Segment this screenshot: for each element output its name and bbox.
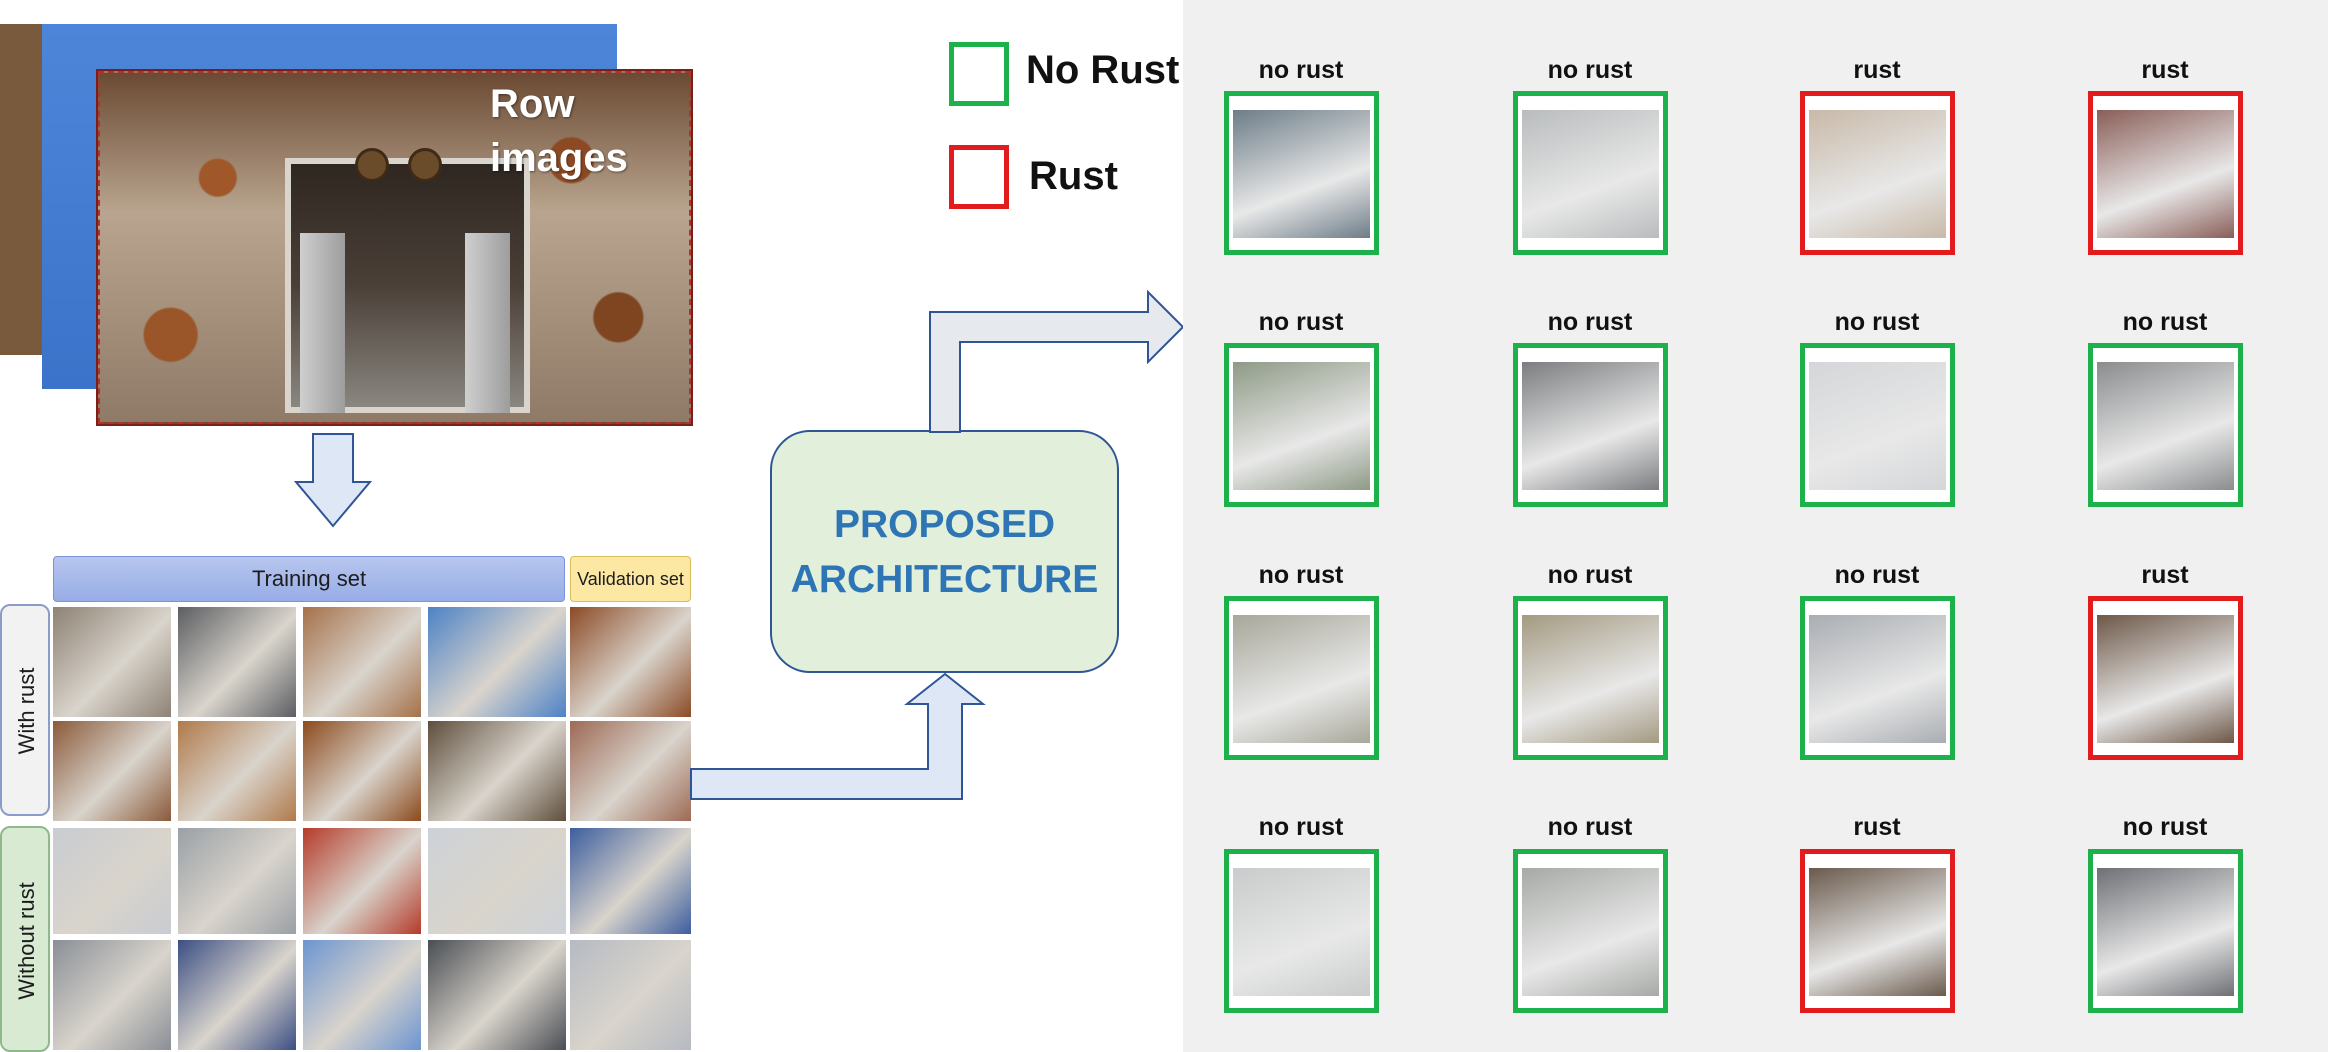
bolt [355, 148, 389, 182]
result-label: no rust [1834, 561, 1920, 589]
dataset-thumbnail [570, 940, 691, 1050]
result-image [1800, 849, 1955, 1013]
raw-image-back-top [0, 0, 520, 24]
raw-images-label-line1: Row [490, 82, 575, 126]
result-label: no rust [1547, 813, 1633, 841]
without-rust-side-label: Without rust [0, 826, 50, 1052]
dataset-thumbnail [178, 828, 296, 934]
dataset-thumbnail [303, 721, 421, 821]
result-image-content [1233, 110, 1370, 238]
result-image [1224, 849, 1379, 1013]
result-image-content [1233, 868, 1370, 996]
dataset-thumbnail [428, 940, 566, 1050]
raw-image-front: Row images [96, 69, 693, 426]
dataset-thumbnail [53, 721, 171, 821]
result-image-content [1233, 362, 1370, 490]
legend-no-rust-label: No Rust [1026, 48, 1180, 92]
raw-images-label: Row images [490, 77, 628, 185]
result-image-content [1809, 615, 1946, 743]
dataset-thumbnail [53, 607, 171, 717]
result-image-content [2097, 362, 2234, 490]
dataset-thumbnail [178, 940, 296, 1050]
result-image-content [1809, 110, 1946, 238]
dataset-thumbnail [178, 721, 296, 821]
architecture-line1: PROPOSED [833, 502, 1056, 546]
steel-plate-right [465, 233, 510, 413]
result-image-content [2097, 110, 2234, 238]
result-image-content [1522, 362, 1659, 490]
with-rust-label: With rust [14, 667, 39, 755]
dataset-thumbnail [570, 828, 691, 934]
training-set-header: Training set [53, 556, 565, 602]
dataset-thumbnail [303, 828, 421, 934]
result-label: rust [2141, 561, 2189, 589]
result-image [1800, 596, 1955, 760]
architecture-line2: ARCHITECTURE [790, 557, 1099, 601]
result-label: no rust [2122, 308, 2208, 336]
bolt [408, 148, 442, 182]
result-image [1513, 849, 1668, 1013]
dataset-thumbnail [178, 607, 296, 717]
dataset-thumbnail [53, 828, 171, 934]
steel-plate-left [300, 233, 345, 413]
result-image-content [1233, 615, 1370, 743]
dataset-thumbnail [303, 607, 421, 717]
result-image [2088, 596, 2243, 760]
result-image [1224, 596, 1379, 760]
architecture-to-results-arrow [928, 290, 1188, 435]
result-image-content [1522, 615, 1659, 743]
result-label: no rust [1258, 308, 1344, 336]
result-image-content [1809, 362, 1946, 490]
legend-rust-label: Rust [1029, 154, 1118, 198]
validation-set-label: Validation set [577, 568, 684, 589]
result-image-content [1809, 868, 1946, 996]
result-image [2088, 91, 2243, 255]
result-label: no rust [1258, 561, 1344, 589]
result-label: no rust [1258, 813, 1344, 841]
dataset-thumbnail [570, 721, 691, 821]
result-image [2088, 849, 2243, 1013]
dataset-to-architecture-arrow [690, 672, 990, 832]
dataset-thumbnail [428, 607, 566, 717]
result-image-content [2097, 615, 2234, 743]
result-image [1513, 91, 1668, 255]
result-label: no rust [1547, 56, 1633, 84]
dataset-thumbnail [570, 607, 691, 717]
validation-set-header: Validation set [570, 556, 691, 602]
result-image [1224, 343, 1379, 507]
result-label: no rust [1547, 308, 1633, 336]
result-image [1800, 91, 1955, 255]
raw-images-label-line2: images [490, 136, 628, 180]
result-image-content [1522, 110, 1659, 238]
proposed-architecture-box: PROPOSED ARCHITECTURE [770, 430, 1119, 673]
training-set-label: Training set [251, 566, 367, 591]
result-label: no rust [1547, 561, 1633, 589]
dataset-thumbnail [428, 828, 566, 934]
result-image-content [2097, 868, 2234, 996]
result-label: no rust [1258, 56, 1344, 84]
dataset-thumbnail [303, 940, 421, 1050]
result-image [2088, 343, 2243, 507]
result-label: rust [2141, 56, 2189, 84]
result-label: no rust [2122, 813, 2208, 841]
legend-rust-swatch [949, 145, 1009, 209]
dataset-thumbnail [428, 721, 566, 821]
with-rust-side-label: With rust [0, 604, 50, 816]
result-image [1513, 596, 1668, 760]
legend-no-rust-swatch [949, 42, 1009, 106]
result-label: rust [1853, 813, 1901, 841]
result-image [1513, 343, 1668, 507]
result-label: rust [1853, 56, 1901, 84]
result-image-content [1522, 868, 1659, 996]
dataset-thumbnail [53, 940, 171, 1050]
result-image [1224, 91, 1379, 255]
without-rust-label: Without rust [14, 882, 39, 1000]
result-image [1800, 343, 1955, 507]
result-label: no rust [1834, 308, 1920, 336]
down-arrow [293, 432, 373, 530]
